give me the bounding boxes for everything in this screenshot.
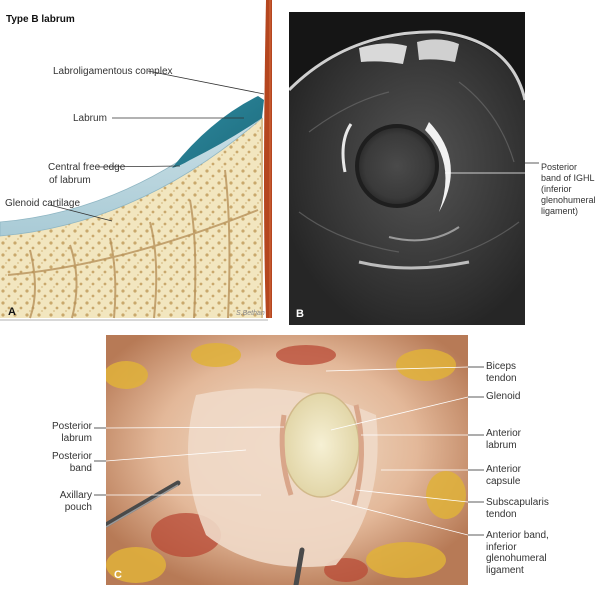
- panel-a-illustration: Type B labrum Labroligamentous complex L…: [0, 0, 282, 326]
- labrum-shape: [172, 96, 264, 168]
- panel-a-letter: A: [8, 306, 16, 318]
- label-posterior-labrum: Posterior labrum: [30, 421, 92, 444]
- panel-b-letter: B: [296, 308, 304, 320]
- label-posterior-band-line1: Posterior: [51, 451, 92, 462]
- label-posterior-labrum-line1: Posterior: [51, 421, 92, 432]
- left-leader-ext: [94, 427, 106, 496]
- label-anterior-labrum-line1: Anterior: [486, 428, 522, 439]
- label-anterior-labrum-line2: labrum: [486, 439, 517, 451]
- labrum-illustration: [0, 0, 272, 321]
- label-glenoid-line1: Glenoid: [486, 391, 521, 402]
- label-posterior-labrum-line2: labrum: [61, 432, 92, 444]
- mri-image: B: [289, 12, 525, 325]
- label-anterior-capsule-line2: capsule: [486, 475, 521, 487]
- label-axillary-pouch-line2: pouch: [64, 501, 92, 513]
- label-ighl-line5: ligament): [541, 206, 579, 216]
- label-anterior-capsule: Anterior capsule: [486, 464, 521, 487]
- capsule-strip: [264, 0, 272, 318]
- label-axillary-pouch-line1: Axillary: [59, 490, 92, 501]
- label-biceps-tendon: Biceps tendon: [486, 361, 517, 384]
- glenoid-surface: [282, 392, 360, 498]
- right-leader-ext: [468, 366, 484, 536]
- panel-a-title: Type B labrum: [6, 14, 75, 25]
- label-glenoid: Glenoid: [486, 391, 520, 403]
- label-biceps-tendon-line2: tendon: [486, 372, 517, 384]
- label-free-edge-line1: Central free edge: [48, 162, 126, 173]
- retractor-bottom: [293, 547, 305, 585]
- label-ighl-line4: glenohumeral: [541, 195, 595, 205]
- label-labroligamentous-complex: Labroligamentous complex: [53, 66, 173, 77]
- label-anterior-band-line3: glenohumeral: [486, 553, 547, 564]
- label-ighl-line2: band of IGHL: [541, 173, 595, 183]
- retractor-left: [106, 480, 181, 528]
- label-anterior-band: Anterior band, inferior glenohumeral lig…: [486, 530, 549, 576]
- label-ighl-line1: Posterior: [541, 162, 578, 172]
- label-ighl-line3: (inferior: [541, 184, 572, 194]
- label-glenoid-cartilage: Glenoid cartilage: [5, 198, 81, 209]
- label-subscapularis-tendon-line1: Subscapularis: [486, 497, 549, 508]
- label-subscapularis-tendon-line2: tendon: [486, 508, 517, 520]
- label-anterior-band-line1: Anterior band,: [486, 530, 549, 541]
- label-posterior-band: Posterior band: [30, 451, 92, 474]
- label-anterior-band-line4: ligament: [486, 564, 524, 576]
- ighl-leader-ext: [525, 162, 539, 164]
- artist-signature: S.Bethan: [236, 310, 265, 317]
- panel-b-mri: B: [289, 12, 525, 325]
- panel-c-dissection: C: [106, 335, 468, 585]
- dissection-image: C: [106, 335, 468, 585]
- label-anterior-labrum: Anterior labrum: [486, 428, 521, 451]
- label-labrum: Labrum: [73, 113, 107, 124]
- label-free-edge-line2: of labrum: [49, 175, 91, 186]
- label-anterior-band-line2: inferior: [486, 541, 517, 553]
- panel-c-letter: C: [114, 569, 122, 581]
- label-axillary-pouch: Axillary pouch: [30, 490, 92, 513]
- label-posterior-band-line2: band: [69, 462, 92, 474]
- bone-trabeculae: [7, 169, 259, 319]
- label-biceps-tendon-line1: Biceps: [486, 361, 517, 372]
- label-anterior-capsule-line1: Anterior: [486, 464, 522, 475]
- label-subscapularis-tendon: Subscapularis tendon: [486, 497, 549, 520]
